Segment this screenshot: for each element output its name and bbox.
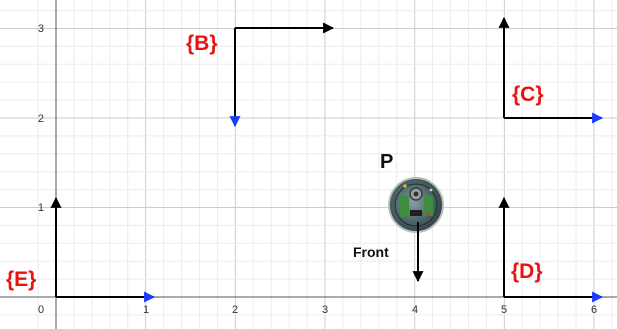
frame-c-label: {C} — [512, 83, 544, 106]
robot-label: P — [380, 151, 393, 173]
front-label: Front — [353, 244, 389, 260]
y-tick-label: 1 — [38, 202, 44, 214]
frame-b: {B} — [186, 22, 335, 128]
x-tick-label: 0 — [38, 304, 44, 316]
x-tick-label: 1 — [143, 304, 149, 316]
frame-e-label: {E} — [6, 268, 36, 291]
frame-d: {D} — [498, 196, 604, 303]
robot-p: P Front — [353, 151, 444, 283]
x-tick-labels: 0 1 2 3 4 5 6 — [38, 304, 597, 316]
y-tick-label: 3 — [38, 23, 44, 35]
x-tick-label: 6 — [591, 304, 597, 316]
frame-d-label: {D} — [511, 260, 543, 283]
x-tick-label: 2 — [232, 304, 238, 316]
y-tick-labels: 1 2 3 — [38, 23, 44, 214]
frame-e: {E} — [6, 196, 156, 303]
frame-c: {C} — [498, 16, 604, 124]
robot-icon — [388, 177, 444, 233]
x-tick-label: 3 — [322, 304, 328, 316]
x-tick-label: 5 — [501, 304, 507, 316]
x-tick-label: 4 — [412, 304, 418, 316]
frame-b-label: {B} — [186, 32, 218, 55]
y-tick-label: 2 — [38, 113, 44, 125]
